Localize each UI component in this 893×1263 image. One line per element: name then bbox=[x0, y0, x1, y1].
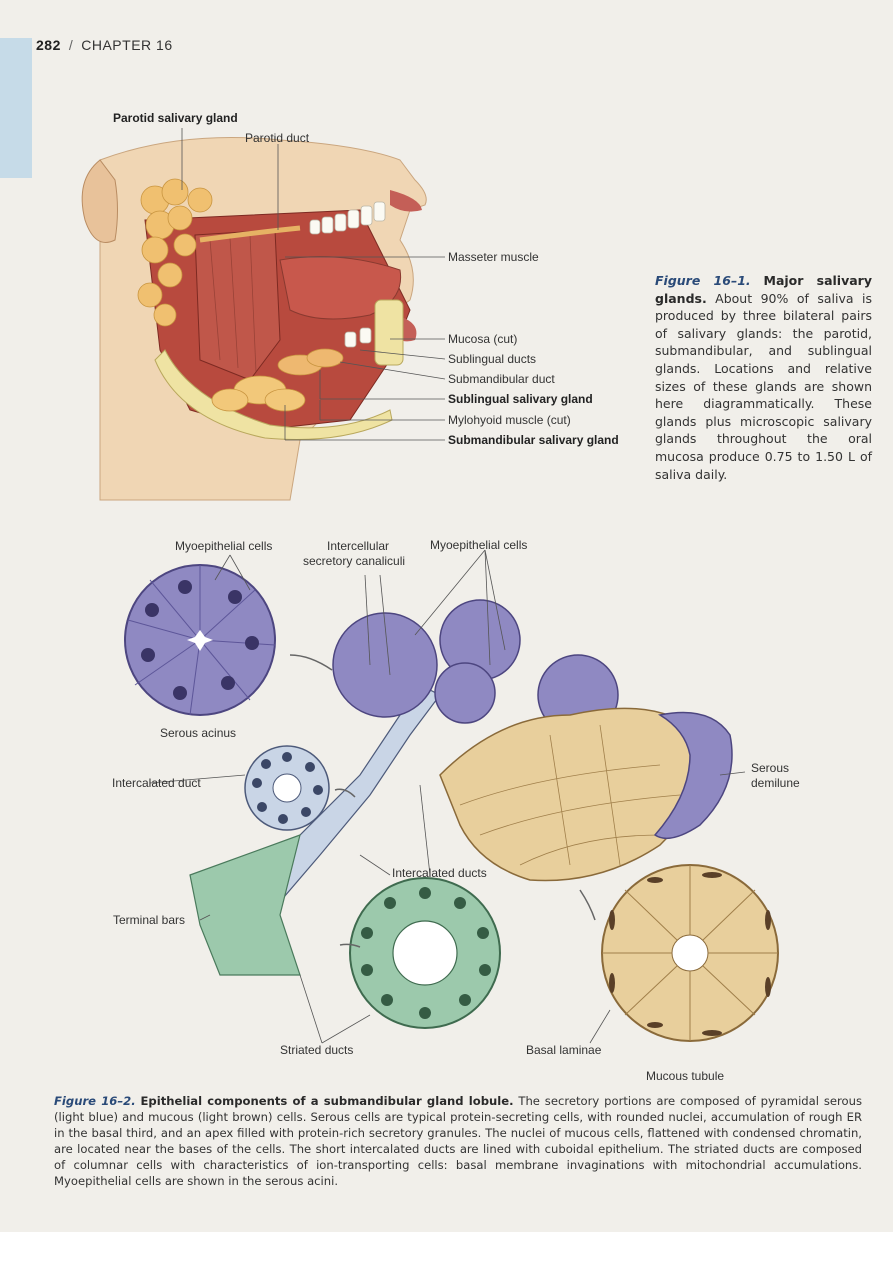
label-intercalated-duct: Intercalated duct bbox=[112, 776, 201, 790]
label-sublingual-gland: Sublingual salivary gland bbox=[448, 392, 593, 406]
label-parotid-gland: Parotid salivary gland bbox=[113, 111, 238, 125]
chapter-tab bbox=[0, 38, 32, 178]
page: 282 / CHAPTER 16 bbox=[0, 0, 893, 1232]
label-serous-demilune-1: Serous bbox=[751, 761, 790, 775]
label-sublingual-ducts: Sublingual ducts bbox=[448, 352, 537, 366]
figure-1-number: Figure 16–1. bbox=[655, 273, 751, 288]
striated-duct-base bbox=[189, 834, 301, 976]
label-mucosa: Mucosa (cut) bbox=[448, 332, 518, 346]
figure-1-caption: Figure 16–1. Major salivary glands. Abou… bbox=[655, 272, 872, 483]
label-masseter: Masseter muscle bbox=[448, 250, 539, 264]
figure-2-number: Figure 16–2. bbox=[54, 1094, 136, 1108]
header-separator: / bbox=[68, 37, 74, 53]
ear bbox=[81, 159, 118, 243]
mucous-tubule-section bbox=[601, 864, 779, 1042]
label-mucous-tubule: Mucous tubule bbox=[646, 1069, 725, 1083]
chapter-label: CHAPTER 16 bbox=[81, 37, 173, 53]
parotid-duct bbox=[199, 225, 301, 243]
serous-acinus-section bbox=[124, 564, 276, 716]
label-serous-acinus: Serous acinus bbox=[160, 726, 237, 740]
label-basal-laminae: Basal laminae bbox=[526, 1043, 602, 1057]
label-submandibular-duct: Submandibular duct bbox=[448, 372, 555, 386]
label-intercalated-ducts: Intercalated ducts bbox=[392, 866, 487, 880]
figure-2-illustration bbox=[124, 549, 779, 1044]
parotid-gland bbox=[137, 178, 213, 327]
chin-bone bbox=[374, 299, 404, 366]
figure-1-illustration bbox=[81, 128, 446, 501]
label-parotid-duct: Parotid duct bbox=[245, 131, 310, 145]
intercalated-duct-section bbox=[244, 745, 330, 831]
figure-1-title: Major salivary glands. bbox=[655, 273, 872, 306]
label-intercellular-1: Intercellular bbox=[327, 539, 390, 553]
page-number: 282 bbox=[36, 37, 61, 53]
figure-2-caption: Figure 16–2. Epithelial components of a … bbox=[54, 1093, 862, 1189]
label-submandibular-gland: Submandibular salivary gland bbox=[448, 433, 619, 447]
label-terminal-bars: Terminal bars bbox=[113, 913, 186, 927]
label-myoepithelial-left: Myoepithelial cells bbox=[175, 539, 273, 553]
label-striated-ducts: Striated ducts bbox=[280, 1043, 354, 1057]
upper-lip bbox=[390, 190, 422, 212]
page-header: 282 / CHAPTER 16 bbox=[36, 37, 173, 53]
figure-1-body: About 90% of saliva is produced by three… bbox=[655, 290, 872, 482]
label-myoepithelial-right: Myoepithelial cells bbox=[430, 538, 528, 552]
label-intercellular-2: secretory canaliculi bbox=[303, 554, 406, 568]
submandibular-gland bbox=[211, 375, 306, 412]
label-serous-demilune-2: demilune bbox=[751, 776, 800, 790]
figure-2-body: The secretory portions are composed of p… bbox=[54, 1094, 862, 1188]
figure-2-title: Epithelial components of a submandibular… bbox=[140, 1094, 514, 1108]
serous-demilune bbox=[653, 711, 733, 840]
sublingual-gland bbox=[277, 348, 344, 376]
label-mylohyoid: Mylohyoid muscle (cut) bbox=[448, 413, 571, 427]
striated-duct-section bbox=[349, 877, 501, 1029]
mucous-tubules bbox=[439, 707, 706, 882]
